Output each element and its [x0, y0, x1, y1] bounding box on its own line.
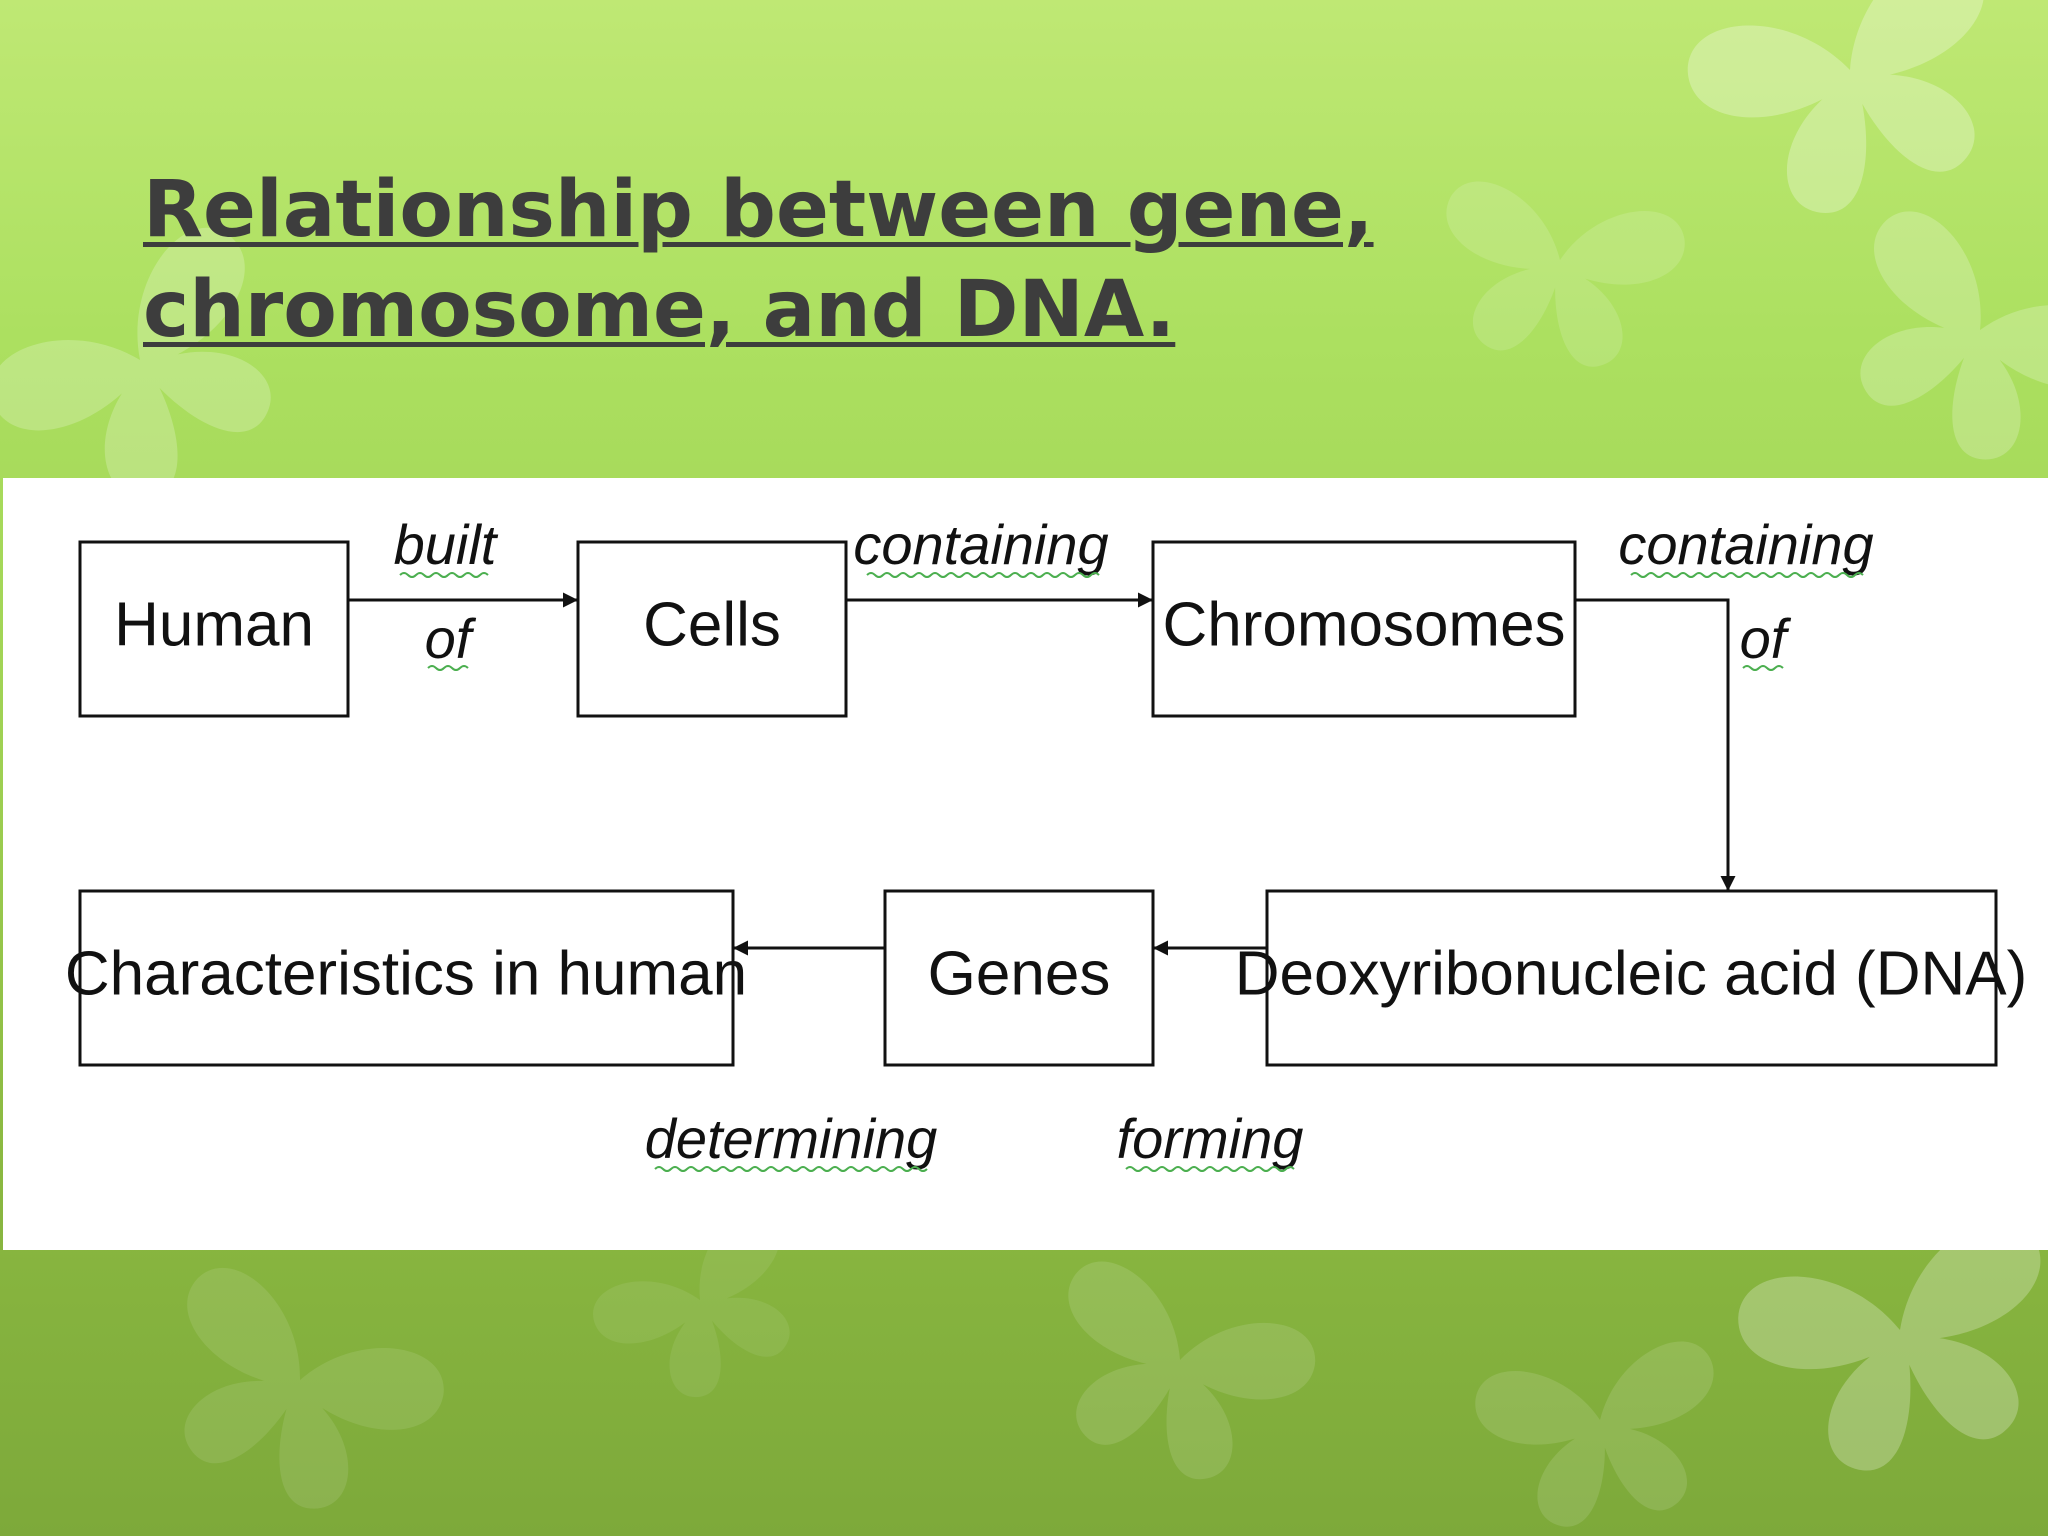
squiggle-forming [1125, 1166, 1295, 1172]
squiggle-built [399, 572, 489, 578]
title-line-1: Relationship between gene, [143, 165, 1374, 255]
edge-label-containing-2: containing [1618, 513, 1873, 576]
node-genes: Genes [883, 889, 1155, 1067]
edge-label-built: built [394, 513, 499, 576]
edge-label-of: of [425, 607, 477, 670]
butterfly-icon [1803, 197, 2048, 498]
butterfly-icon [126, 1255, 456, 1536]
flow-diagram: Human Cells Chromosomes Characteristics … [65, 513, 2028, 1172]
node-chromosomes: Chromosomes [1151, 540, 1577, 718]
arrow-chromosomes-to-dna [1575, 598, 1736, 891]
edge-label-containing: containing [853, 513, 1108, 576]
edge-label-of-2: of [1740, 607, 1792, 670]
butterfly-icon [1470, 1336, 1737, 1536]
title-line-2: chromosome, and DNA. [143, 265, 1176, 355]
edge-label-determining: determining [645, 1107, 938, 1170]
butterfly-icon [1729, 1210, 2048, 1494]
diagram-panel: Human Cells Chromosomes Characteristics … [3, 478, 2048, 1250]
node-cells-label: Cells [643, 590, 781, 659]
squiggle-of [427, 665, 469, 671]
edge-label-forming: forming [1117, 1107, 1304, 1170]
node-cells: Cells [576, 540, 848, 718]
squiggle-containing-2 [1630, 572, 1864, 578]
node-characteristics: Characteristics in human [65, 889, 747, 1067]
node-chromosomes-label: Chromosomes [1162, 590, 1565, 659]
node-dna: Deoxyribonucleic acid (DNA) [1235, 889, 2028, 1067]
butterfly-icon [1676, 0, 2040, 244]
node-genes-label: Genes [928, 939, 1111, 1008]
squiggle-of-2 [1742, 665, 1784, 671]
butterfly-icon [1022, 1251, 1325, 1505]
node-characteristics-label: Characteristics in human [65, 939, 747, 1008]
node-human-label: Human [114, 590, 314, 659]
spellcheck-underlines [399, 572, 1864, 1172]
slide-title: Relationship between gene, chromosome, a… [143, 160, 1543, 360]
node-dna-label: Deoxyribonucleic acid (DNA) [1235, 939, 2028, 1008]
squiggle-determining [654, 1166, 928, 1172]
node-human: Human [78, 540, 350, 718]
squiggle-containing [866, 572, 1100, 578]
